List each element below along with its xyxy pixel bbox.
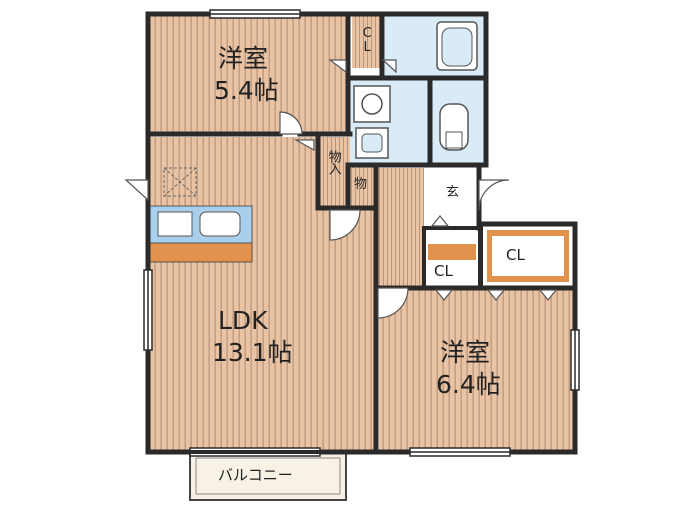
balcony-label: バルコニー [218, 466, 293, 484]
entrance-label: 玄 [446, 185, 460, 200]
balcony [189, 451, 347, 501]
west-bedroom-floor [148, 14, 348, 134]
east-bedroom-floor [379, 288, 575, 452]
west-bedroom-size: 5.4帖 [214, 76, 279, 105]
closet-top-floor [352, 16, 382, 68]
ldk-name: LDK [218, 306, 268, 335]
range-hood [163, 167, 197, 197]
east-bedroom-name: 洋室 [440, 338, 491, 367]
west-bedroom-name: 洋室 [218, 44, 269, 73]
closet-top-label: CL [359, 26, 375, 54]
storage-mono-label: 物 [354, 177, 368, 192]
closet-orange-label: CL [506, 246, 525, 264]
hall-floor [376, 168, 424, 288]
closet-small-label: CL [434, 262, 453, 280]
ldk-size: 13.1帖 [212, 338, 293, 367]
storage-mono-iri-label: 物入 [325, 150, 341, 174]
kitchen-counter [149, 242, 253, 263]
storage-mono-iri-floor [320, 137, 348, 207]
door-swings [124, 59, 558, 319]
east-bedroom-size: 6.4帖 [436, 370, 501, 399]
storage-mono-floor [350, 168, 375, 206]
